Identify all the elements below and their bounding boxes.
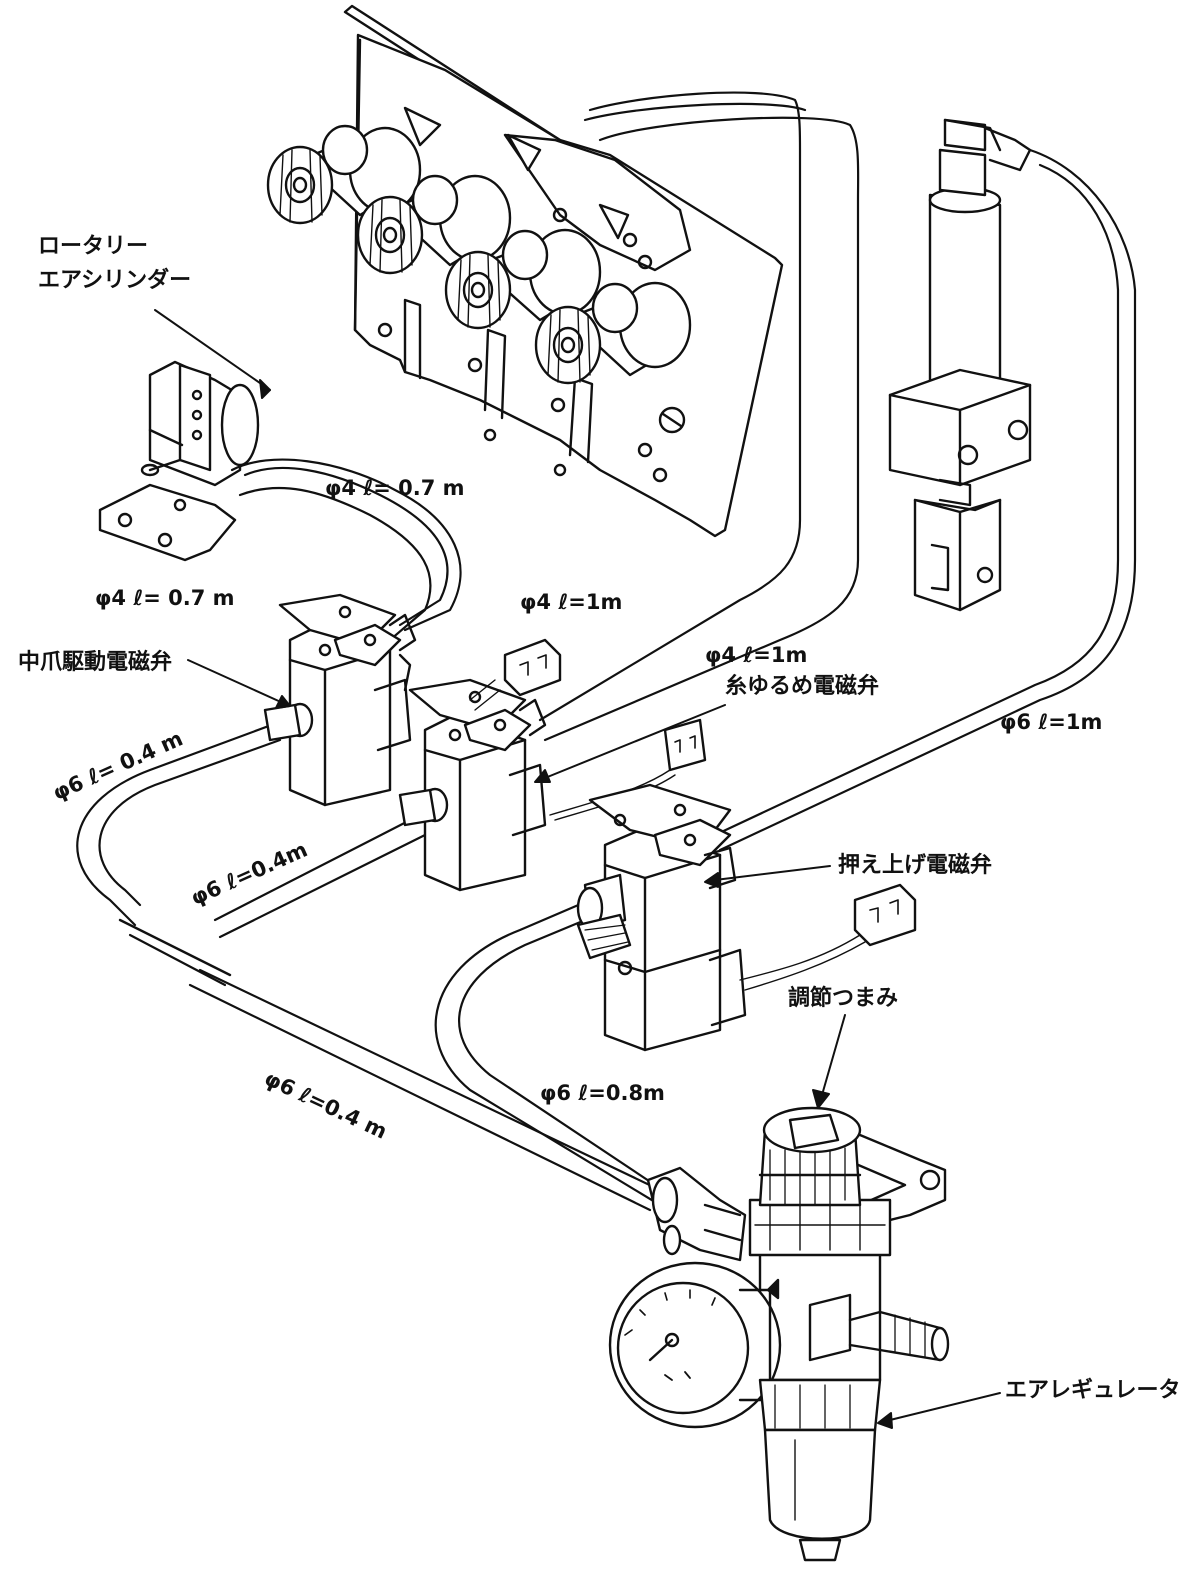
label-center-claw-solenoid: 中爪駆動電磁弁 xyxy=(18,650,173,675)
leader-lines xyxy=(154,309,1001,1429)
tube-label-rotary-b: φ4 ℓ= 0.7 m xyxy=(95,586,235,610)
tube-label-tension-a: φ4 ℓ=1m xyxy=(520,590,623,614)
rotary-air-cylinder xyxy=(98,360,260,562)
tension-knob xyxy=(444,228,602,330)
tube-label-cylinder: φ6 ℓ=1m xyxy=(1000,710,1103,734)
air-regulator-unit xyxy=(608,1106,950,1562)
label-air-regulator: エアレギュレータ xyxy=(1005,1378,1181,1403)
label-adjust-knob: 調節つまみ xyxy=(788,986,899,1011)
thread-release-solenoid-valve xyxy=(398,638,707,892)
tube-label-push-up: φ6 ℓ=0.8m xyxy=(540,1081,665,1105)
tension-knob xyxy=(534,281,692,385)
label-push-up-solenoid: 押え上げ電磁弁 xyxy=(838,853,993,878)
tension-plate-assembly xyxy=(266,4,784,538)
label-thread-release-solenoid: 糸ゆるめ電磁弁 xyxy=(725,674,880,699)
tension-knob xyxy=(356,174,512,275)
tension-knob xyxy=(266,124,422,225)
tube-lines xyxy=(76,91,1137,1212)
push-up-solenoid-valve xyxy=(576,783,917,1052)
label-rotary-line2: エアシリンダー xyxy=(38,268,192,293)
tube-label-rotary-a: φ4 ℓ= 0.7 m xyxy=(325,476,465,500)
label-rotary-line1: ロータリー xyxy=(38,234,149,259)
air-cylinder xyxy=(888,118,1032,612)
tube-label-tension-b: φ4 ℓ=1m xyxy=(705,643,808,667)
center-claw-solenoid-valve xyxy=(263,593,417,807)
